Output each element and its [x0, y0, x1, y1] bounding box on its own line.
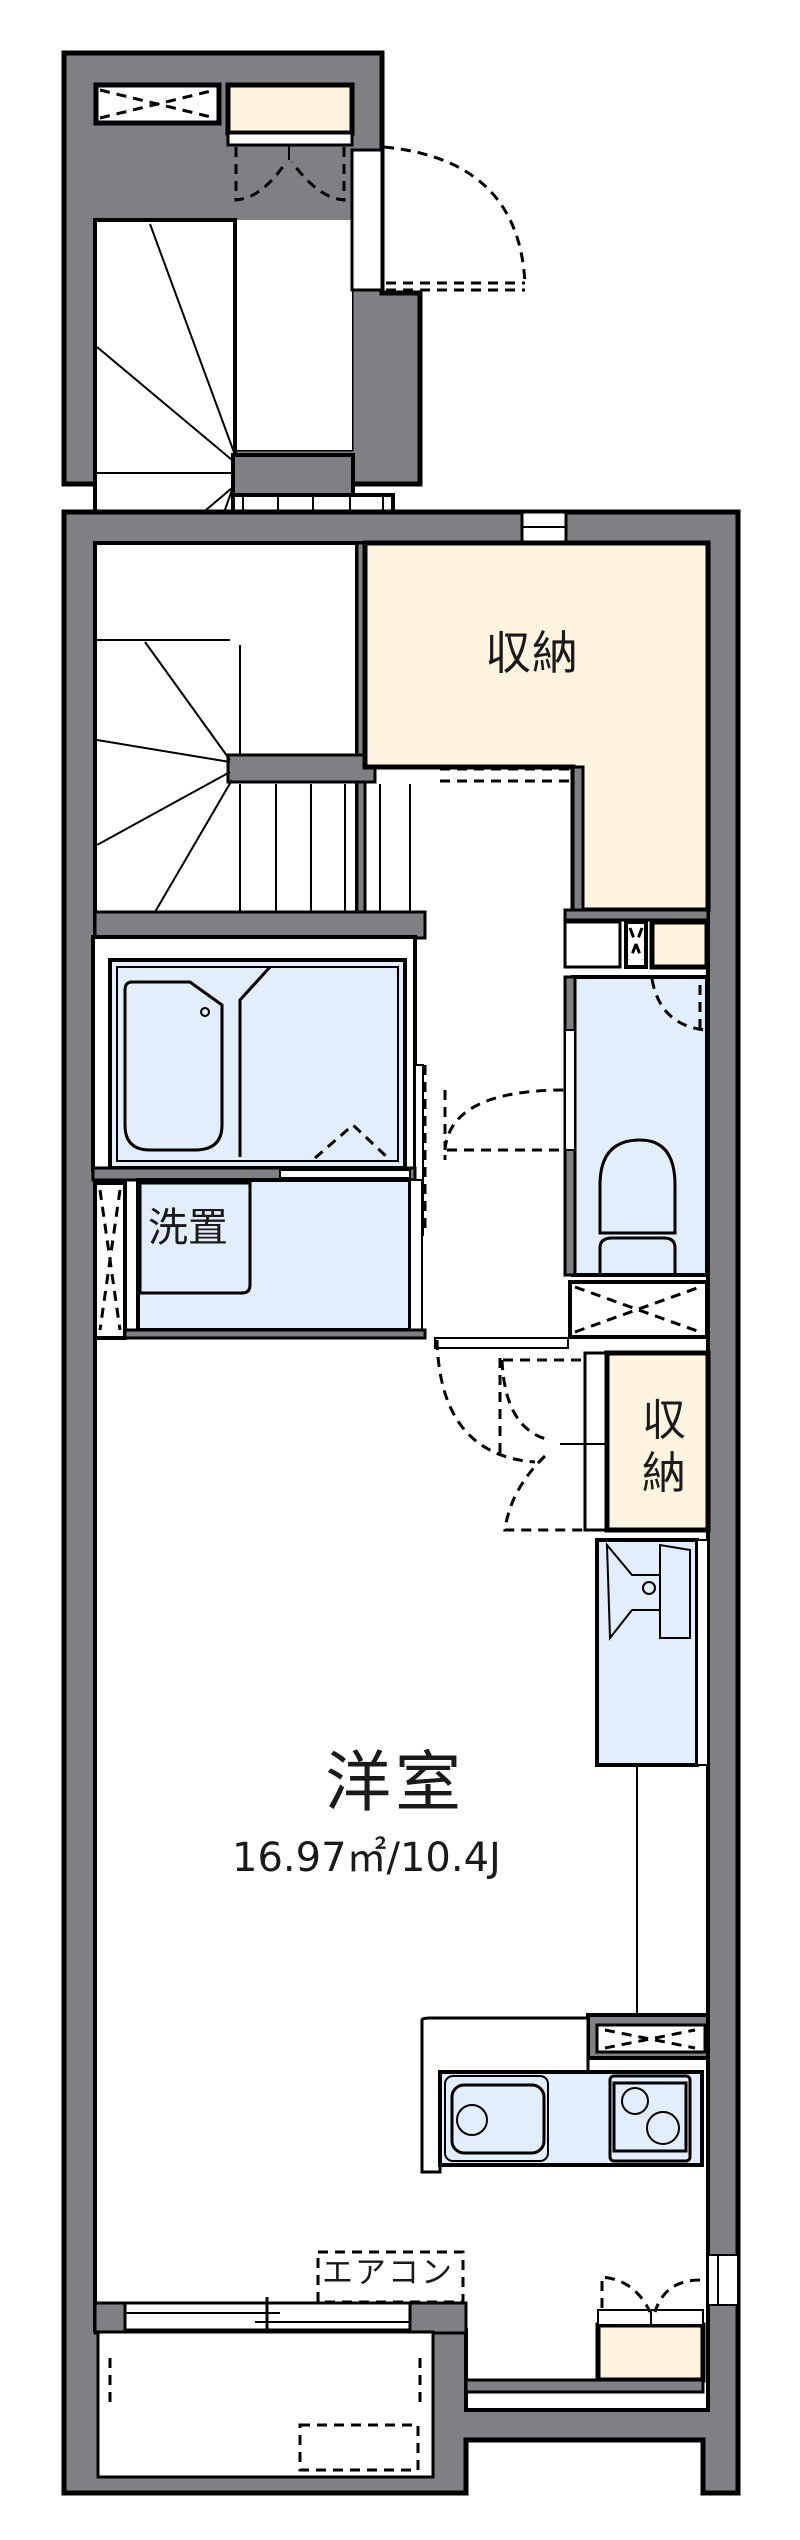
room-name: 洋室 [325, 1744, 465, 1821]
washbasin-counter [595, 1538, 699, 1767]
storage-side [604, 1350, 711, 1533]
aircon-label: エアコン [322, 2255, 454, 2291]
main-unit [61, 509, 741, 2496]
outdoor-unit [298, 2423, 420, 2472]
stove-icon [608, 2074, 692, 2163]
washbasin-icon [605, 1542, 691, 1641]
washer-space [138, 1181, 252, 1295]
room-area: 16.97㎡/10.4J [232, 1835, 501, 1881]
bathtub-icon [123, 980, 224, 1152]
balcony [96, 2330, 435, 2479]
spiral-stairs-lower-icon [96, 639, 411, 913]
aircon-box [316, 2250, 465, 2304]
side-storage-label: 収納 [642, 1395, 686, 1499]
kitchen-sink-icon [444, 2075, 549, 2162]
washer-space-label: 洗置 [148, 1205, 228, 1251]
toilet-icon [598, 1138, 677, 1273]
storage-label: 収納 [485, 626, 579, 680]
shoe-closet [225, 82, 355, 136]
closet-bottom [595, 2322, 706, 2383]
